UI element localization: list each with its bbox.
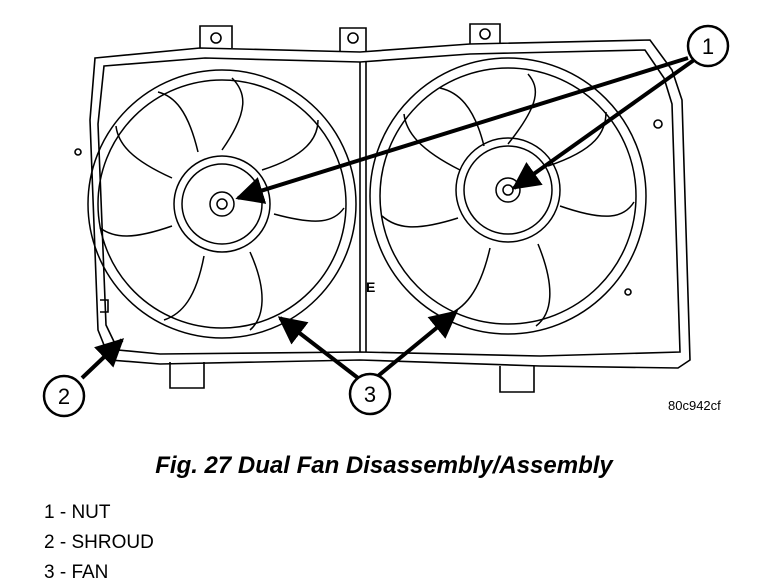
shroud-mark: E bbox=[366, 279, 375, 295]
fan-left bbox=[87, 69, 357, 339]
callout-3-label: 3 bbox=[364, 382, 376, 407]
legend-item-nut: 1 - NUT bbox=[44, 502, 111, 523]
arrow-1-left-nut bbox=[235, 56, 689, 204]
callout-2: 2 bbox=[42, 374, 86, 418]
callout-2-label: 2 bbox=[58, 384, 70, 409]
arrow-3-right-fan bbox=[376, 310, 459, 378]
legend-list: 1 - NUT 2 - SHROUD 3 - FAN bbox=[44, 498, 154, 588]
arrow-2-shroud bbox=[80, 338, 125, 380]
legend-item-fan: 3 - FAN bbox=[44, 562, 109, 583]
figure-caption: Fig. 27 Dual Fan Disassembly/Assembly bbox=[155, 452, 613, 479]
figure-code: 80c942cf bbox=[668, 398, 721, 413]
callout-1-label: 1 bbox=[702, 34, 714, 59]
callout-1: 1 bbox=[686, 24, 730, 68]
dual-fan-illustration: E 1 2 3 bbox=[42, 23, 730, 418]
arrow-3-left-fan bbox=[277, 316, 360, 380]
shroud bbox=[74, 23, 691, 393]
callout-3: 3 bbox=[348, 372, 392, 416]
fan-right bbox=[369, 57, 647, 335]
leader-arrows bbox=[80, 56, 696, 380]
legend-item-shroud: 2 - SHROUD bbox=[44, 532, 154, 553]
arrow-1-right-nut bbox=[511, 58, 696, 190]
